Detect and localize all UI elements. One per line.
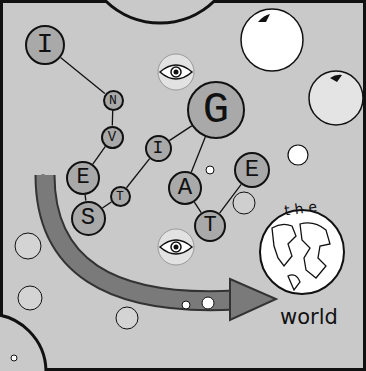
connector-line bbox=[169, 126, 191, 141]
bubble-arc bbox=[82, 0, 238, 23]
letter-circle: I bbox=[145, 135, 172, 162]
letter-circle: I bbox=[25, 25, 65, 65]
letter-circle: E bbox=[66, 161, 100, 195]
connector-line bbox=[191, 137, 205, 172]
bubbles bbox=[11, 9, 363, 361]
eye-symbol bbox=[158, 54, 194, 90]
letter: V bbox=[108, 130, 116, 144]
letter: T bbox=[116, 190, 124, 203]
letter: T bbox=[203, 215, 216, 237]
letter-circle: N bbox=[103, 90, 124, 111]
connector-line bbox=[61, 58, 105, 94]
letter-circle: S bbox=[71, 201, 106, 236]
letter: I bbox=[37, 31, 54, 59]
letter-circle: A bbox=[168, 171, 202, 205]
letter-circle: T bbox=[110, 186, 131, 207]
letter-circle: E bbox=[234, 152, 270, 188]
letter: I bbox=[153, 139, 164, 157]
connector-line bbox=[194, 202, 201, 212]
globe-caption-bottom: world bbox=[280, 307, 338, 328]
letter: E bbox=[76, 167, 89, 189]
letter-circle: T bbox=[194, 210, 226, 242]
letter: A bbox=[178, 176, 192, 200]
connector-line bbox=[112, 110, 114, 125]
curved-arrow bbox=[45, 175, 276, 320]
letter: S bbox=[81, 206, 95, 230]
connector-line bbox=[93, 146, 106, 164]
letter: G bbox=[203, 88, 229, 132]
letter-circle: V bbox=[101, 126, 124, 149]
letter-circle: G bbox=[187, 81, 245, 139]
eye-symbol bbox=[158, 229, 194, 265]
letter: N bbox=[109, 94, 117, 107]
globe bbox=[260, 210, 344, 294]
connector-line bbox=[220, 184, 242, 213]
connector-line bbox=[84, 195, 86, 201]
connector-line bbox=[127, 159, 150, 188]
connector-line bbox=[102, 202, 111, 208]
letter: E bbox=[245, 158, 259, 182]
bubble-arc bbox=[0, 314, 46, 371]
